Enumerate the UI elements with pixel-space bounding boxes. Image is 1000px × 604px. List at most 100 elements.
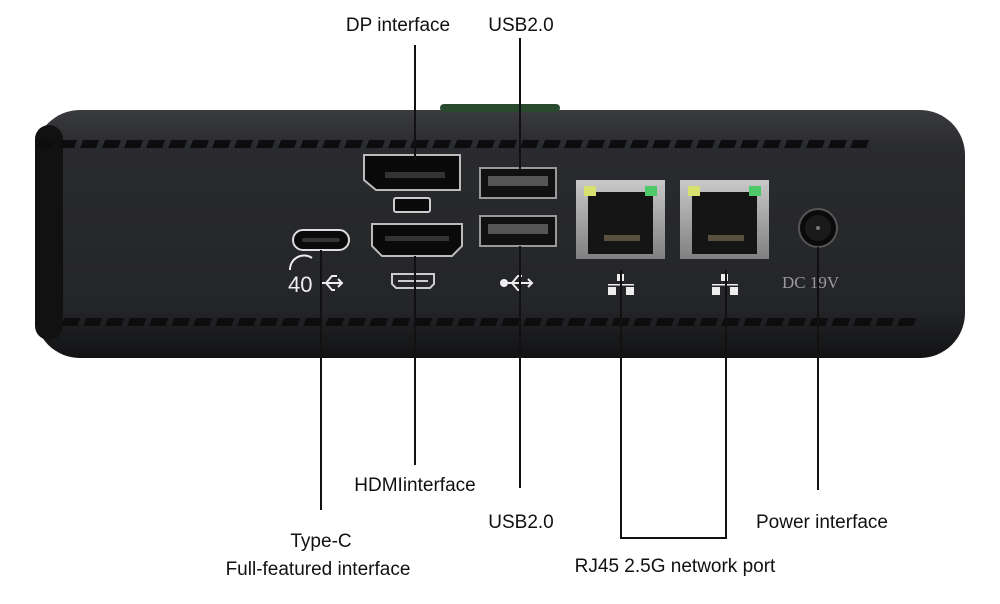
rj45-label: RJ45 2.5G network port bbox=[575, 556, 776, 577]
vent-slot bbox=[762, 140, 782, 148]
power-label: Power interface bbox=[756, 512, 888, 533]
vent-slot bbox=[432, 140, 452, 148]
led-green bbox=[645, 186, 657, 196]
bottom-vents: (function(){const g=document.currentScri… bbox=[61, 318, 917, 326]
vent-slot bbox=[259, 318, 279, 326]
vent-slot bbox=[897, 318, 917, 326]
vent-slot bbox=[278, 140, 298, 148]
vent-slot bbox=[168, 140, 188, 148]
vent-slot bbox=[699, 318, 719, 326]
vent-slot bbox=[523, 318, 543, 326]
vent-slot bbox=[655, 318, 675, 326]
vent-slot bbox=[743, 318, 763, 326]
vent-slot bbox=[303, 318, 323, 326]
vent-slot bbox=[806, 140, 826, 148]
vent-slot bbox=[325, 318, 345, 326]
vent-slot bbox=[171, 318, 191, 326]
vent-slot bbox=[696, 140, 716, 148]
hdmi-label: HDMIinterface bbox=[354, 475, 475, 496]
vent-slot bbox=[765, 318, 785, 326]
vent-slot bbox=[190, 140, 210, 148]
vent-slot bbox=[608, 140, 628, 148]
vent-slot bbox=[457, 318, 477, 326]
vent-slot bbox=[721, 318, 741, 326]
vent-slot bbox=[875, 318, 895, 326]
vent-slot bbox=[322, 140, 342, 148]
vent-slot bbox=[391, 318, 411, 326]
vent-slot bbox=[369, 318, 389, 326]
vent-slot bbox=[589, 318, 609, 326]
vent-slot bbox=[677, 318, 697, 326]
vent-slot bbox=[366, 140, 386, 148]
vent-slot bbox=[520, 140, 540, 148]
vent-slot bbox=[36, 140, 56, 148]
vent-slot bbox=[256, 140, 276, 148]
vent-slot bbox=[586, 140, 606, 148]
mini-port-icon bbox=[393, 197, 431, 213]
vent-slot bbox=[718, 140, 738, 148]
led-yellow bbox=[584, 186, 596, 196]
vent-slot bbox=[102, 140, 122, 148]
vent-slot bbox=[413, 318, 433, 326]
device-end-cap bbox=[35, 125, 63, 340]
vent-slot bbox=[215, 318, 235, 326]
vent-slot bbox=[545, 318, 565, 326]
vent-slot bbox=[300, 140, 320, 148]
vent-slot bbox=[740, 140, 760, 148]
vent-slot bbox=[498, 140, 518, 148]
dc-voltage-marking: DC 19V bbox=[782, 273, 840, 292]
vent-slot bbox=[787, 318, 807, 326]
vent-slot bbox=[542, 140, 562, 148]
typec-speed-badge: 40 bbox=[288, 272, 312, 297]
status-light bbox=[440, 104, 560, 112]
dc-power-jack bbox=[798, 208, 838, 248]
usb-port-top bbox=[479, 167, 557, 199]
type-c-port bbox=[292, 229, 350, 251]
vent-slot bbox=[234, 140, 254, 148]
usb-icon bbox=[500, 275, 534, 291]
vent-slot bbox=[479, 318, 499, 326]
vent-slot bbox=[828, 140, 848, 148]
vent-slot bbox=[831, 318, 851, 326]
vent-slot bbox=[80, 140, 100, 148]
vent-slot bbox=[237, 318, 257, 326]
vent-slot bbox=[564, 140, 584, 148]
vent-slot bbox=[83, 318, 103, 326]
vent-slot bbox=[124, 140, 144, 148]
vent-slot bbox=[784, 140, 804, 148]
vent-slot bbox=[501, 318, 521, 326]
vent-slot bbox=[850, 140, 870, 148]
hdmi-icon bbox=[391, 273, 435, 289]
vent-slot bbox=[212, 140, 232, 148]
vent-slot bbox=[61, 318, 81, 326]
vent-slot bbox=[193, 318, 213, 326]
vent-slot bbox=[149, 318, 169, 326]
rj45-port-2 bbox=[680, 180, 769, 259]
vent-slot bbox=[633, 318, 653, 326]
vent-slot bbox=[674, 140, 694, 148]
vent-slot bbox=[127, 318, 147, 326]
leader-lines bbox=[320, 38, 819, 539]
vent-slot bbox=[567, 318, 587, 326]
usb-bottom-label: USB2.0 bbox=[488, 512, 553, 533]
vent-slot bbox=[281, 318, 301, 326]
dp-label: DP interface bbox=[346, 15, 450, 36]
vent-slot bbox=[630, 140, 650, 148]
vent-slot bbox=[476, 140, 496, 148]
hdmi-port bbox=[371, 223, 463, 289]
vent-slot bbox=[652, 140, 672, 148]
vent-slot bbox=[410, 140, 430, 148]
vent-slot bbox=[146, 140, 166, 148]
vent-slot bbox=[853, 318, 873, 326]
vent-slot bbox=[105, 318, 125, 326]
vent-slot bbox=[344, 140, 364, 148]
vent-slot bbox=[388, 140, 408, 148]
rj45-leader-line bbox=[620, 270, 727, 539]
vent-slot bbox=[435, 318, 455, 326]
displayport-port bbox=[363, 154, 461, 213]
usb-port-bottom bbox=[479, 215, 557, 247]
usb-top-label: USB2.0 bbox=[488, 15, 553, 36]
thunderbolt-usb-icon: 40 bbox=[288, 254, 344, 297]
typec-label-line2: Full-featured interface bbox=[226, 559, 411, 580]
